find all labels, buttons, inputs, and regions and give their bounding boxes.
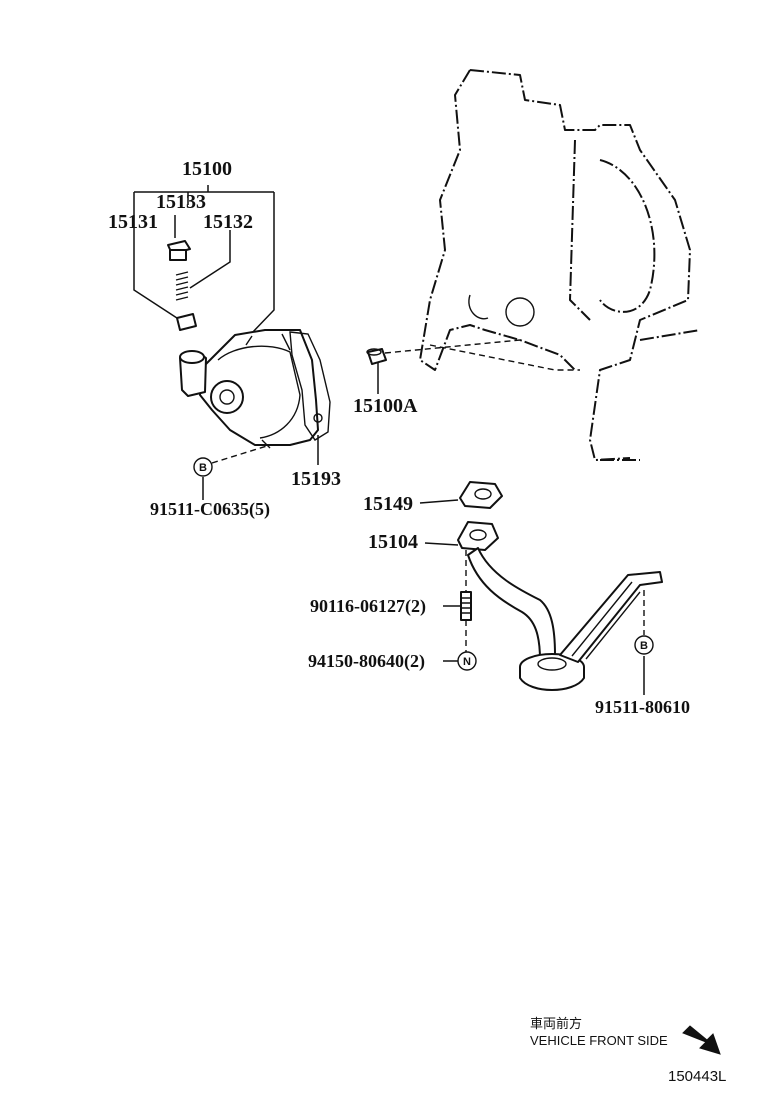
bolt-symbol-left-label: B — [199, 462, 207, 474]
oil-pump-gasket — [289, 331, 331, 441]
label-15100A: 15100A — [353, 395, 418, 417]
reference-code: 150443L — [668, 1068, 726, 1085]
relief-valve-spring — [175, 271, 189, 301]
label-15133: 15133 — [156, 191, 206, 213]
label-15149: 15149 — [363, 493, 413, 515]
label-15104: 15104 — [368, 531, 418, 553]
relief-valve — [176, 313, 197, 331]
stud-bolt — [460, 591, 472, 621]
label-15132: 15132 — [203, 211, 253, 233]
engine-block-outline — [419, 69, 701, 461]
label-94150-80640: 94150-80640(2) — [308, 651, 425, 672]
label-15131: 15131 — [108, 211, 158, 233]
label-91511-C0635: 91511-C0635(5) — [150, 499, 270, 520]
label-15100: 15100 — [182, 158, 232, 180]
label-15193: 15193 — [291, 468, 341, 490]
label-91511-80610: 91511-80610 — [595, 697, 690, 717]
strainer-gasket — [459, 481, 503, 509]
engine-plug — [366, 348, 387, 365]
leader-lines — [133, 185, 645, 695]
nut-symbol: N — [457, 651, 477, 671]
direction-english: VEHICLE FRONT SIDE — [530, 1033, 668, 1048]
bolt-symbol-left: B — [193, 457, 213, 477]
label-90116-06127: 90116-06127(2) — [310, 596, 426, 617]
nut-symbol-label: N — [463, 656, 471, 668]
bolt-symbol-right: B — [634, 635, 654, 655]
oil-strainer — [457, 521, 663, 691]
oil-pump-assembly — [179, 329, 319, 449]
down-right-arrow-icon — [682, 1025, 721, 1055]
bolt-symbol-right-label: B — [640, 640, 648, 652]
relief-valve-plug — [167, 240, 191, 261]
direction-japanese: 車両前方 — [530, 1016, 582, 1031]
